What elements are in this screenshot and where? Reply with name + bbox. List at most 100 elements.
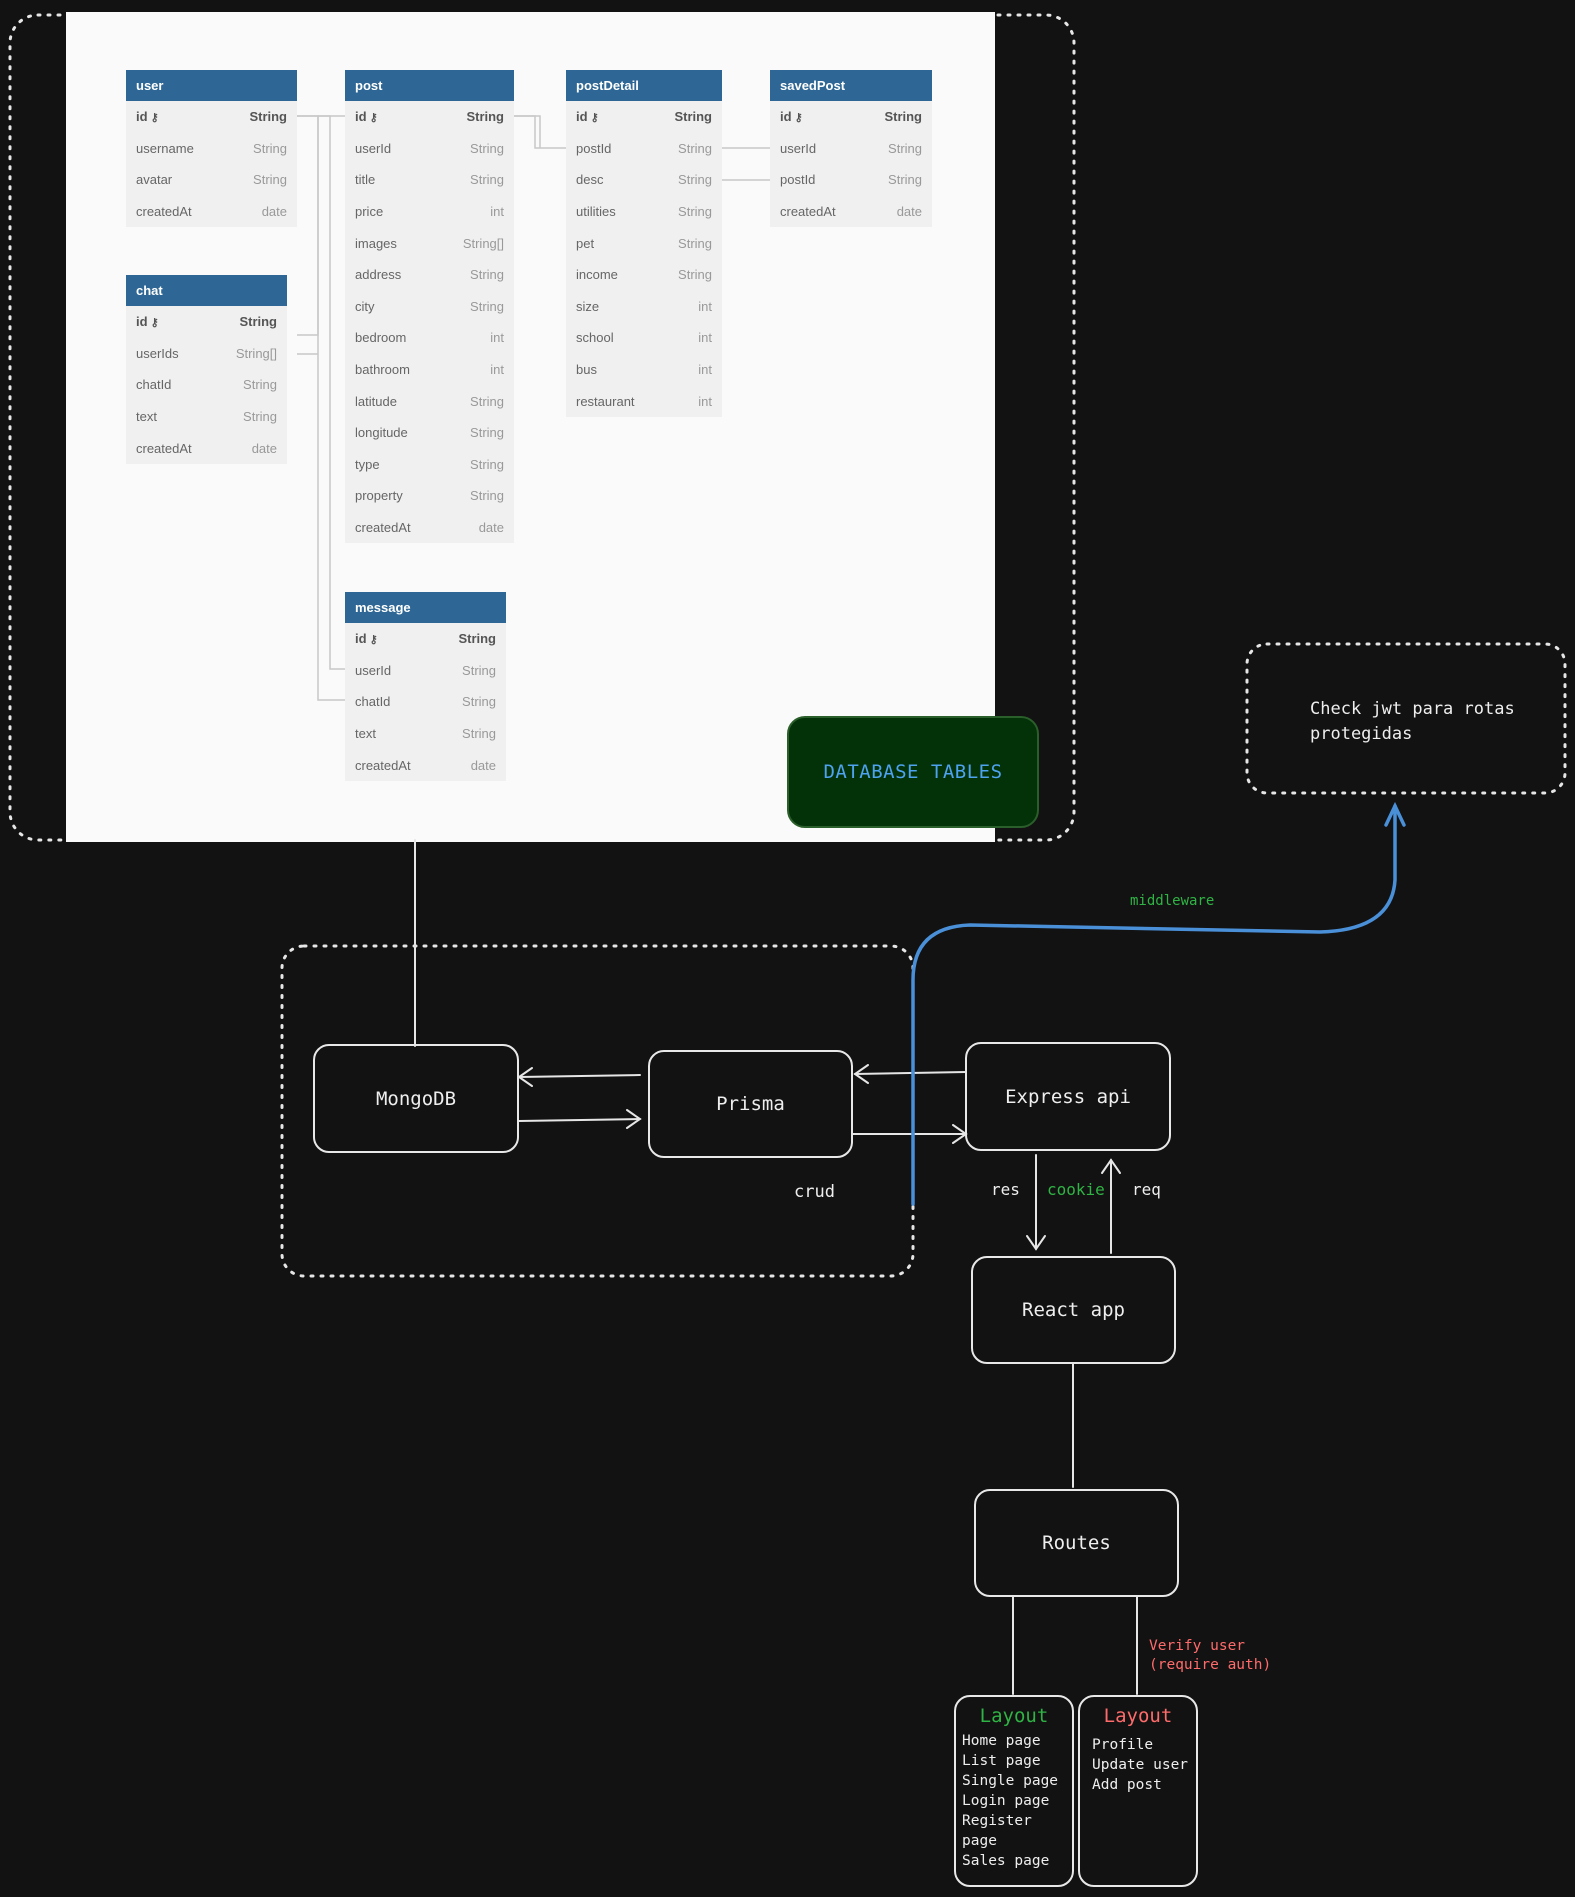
field-type: String bbox=[253, 140, 287, 156]
field-name: createdAt bbox=[136, 204, 192, 220]
table-header: message bbox=[345, 592, 506, 623]
key-icon: ⚷ bbox=[366, 112, 378, 125]
table-row: userIds String[] bbox=[126, 338, 287, 370]
key-icon: ⚷ bbox=[587, 112, 599, 125]
field-type: date bbox=[261, 204, 287, 220]
field-type: int bbox=[490, 330, 504, 346]
field-type: String bbox=[470, 298, 504, 314]
field-name: createdAt bbox=[355, 520, 411, 536]
middleware-label: middleware bbox=[1130, 893, 1215, 909]
field-name: school bbox=[576, 330, 614, 346]
page-item: Login page bbox=[962, 1793, 1050, 1809]
field-name: size bbox=[576, 298, 600, 314]
mongodb-to-prisma-arrow bbox=[518, 1118, 641, 1122]
field-name: longitude bbox=[355, 425, 408, 441]
page-item: Home page bbox=[962, 1733, 1041, 1749]
page-item: Sales page bbox=[962, 1853, 1050, 1869]
table-row: school int bbox=[566, 322, 722, 354]
field-name: income bbox=[576, 267, 618, 283]
express-api-node[interactable]: Express api bbox=[965, 1042, 1171, 1151]
table-row: desc String bbox=[566, 164, 722, 196]
field-type: String[] bbox=[235, 345, 277, 361]
express-to-prisma-arrow bbox=[854, 1071, 967, 1075]
page-item: Add post bbox=[1092, 1777, 1162, 1793]
mongodb-node[interactable]: MongoDB bbox=[313, 1044, 519, 1153]
table-row: createdAt date bbox=[126, 432, 287, 464]
table-row: createdAt date bbox=[345, 512, 514, 544]
field-type: String bbox=[678, 267, 712, 283]
field-type: int bbox=[698, 330, 712, 346]
prisma-node[interactable]: Prisma bbox=[648, 1050, 853, 1158]
field-type: date bbox=[251, 440, 277, 456]
crud-label: crud bbox=[794, 1182, 835, 1202]
field-type: String bbox=[888, 140, 922, 156]
field-type: int bbox=[490, 204, 504, 220]
field-type: String bbox=[678, 172, 712, 188]
page-item: Update user bbox=[1092, 1757, 1189, 1773]
key-icon: ⚷ bbox=[147, 317, 159, 330]
field-type: String bbox=[884, 109, 922, 125]
table-row: income String bbox=[566, 259, 722, 291]
field-name: property bbox=[355, 488, 403, 504]
table-row: bedroom int bbox=[345, 322, 514, 354]
field-name: bathroom bbox=[355, 362, 410, 378]
field-name: restaurant bbox=[576, 393, 635, 409]
field-type: String bbox=[470, 140, 504, 156]
field-name: city bbox=[355, 298, 375, 314]
res-label: res bbox=[991, 1180, 1020, 1199]
field-name: id bbox=[355, 109, 367, 125]
cookie-label: cookie bbox=[1047, 1180, 1105, 1199]
field-type: String bbox=[470, 488, 504, 504]
field-name: createdAt bbox=[355, 757, 411, 773]
field-name: text bbox=[136, 409, 157, 425]
table-row: id ⚷String bbox=[126, 101, 297, 133]
table-header: post bbox=[345, 70, 514, 101]
field-name: createdAt bbox=[136, 440, 192, 456]
routes-node[interactable]: Routes bbox=[974, 1489, 1179, 1597]
field-name: avatar bbox=[136, 172, 173, 188]
field-type: String bbox=[462, 726, 496, 742]
field-name: latitude bbox=[355, 393, 397, 409]
key-icon: ⚷ bbox=[366, 634, 378, 647]
field-type: String bbox=[678, 140, 712, 156]
field-name: desc bbox=[576, 172, 604, 188]
field-name: id bbox=[576, 109, 588, 125]
field-name: bedroom bbox=[355, 330, 407, 346]
react-app-node[interactable]: React app bbox=[971, 1256, 1176, 1364]
jwt-note: Check jwt para rotas protegidas bbox=[1310, 699, 1515, 744]
prisma-to-mongodb-arrow bbox=[518, 1074, 641, 1078]
table-row: id ⚷ String bbox=[345, 101, 514, 133]
field-type: String bbox=[470, 172, 504, 188]
field-name: images bbox=[355, 235, 397, 251]
field-type: String bbox=[466, 109, 504, 125]
field-type: date bbox=[478, 520, 504, 536]
field-type: String bbox=[458, 631, 496, 647]
field-name: userIds bbox=[136, 345, 179, 361]
field-name: chatId bbox=[355, 694, 391, 710]
